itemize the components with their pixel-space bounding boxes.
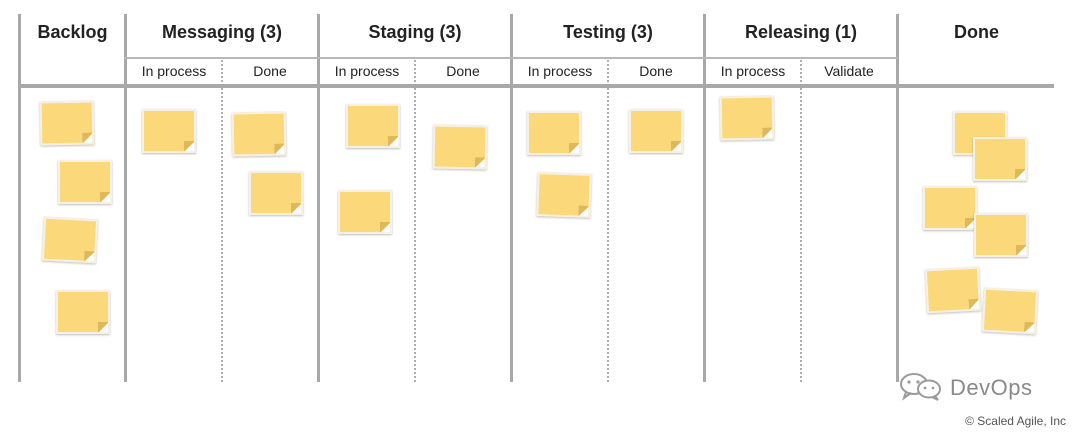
sticky-note (39, 100, 95, 146)
subcolumn-title: Done (639, 63, 673, 79)
subcolumn-title: In process (334, 63, 400, 79)
subcolumn-divider (414, 60, 416, 382)
header-bottom-line (18, 84, 1054, 88)
sticky-note (527, 111, 581, 155)
column-divider (317, 14, 320, 382)
subcolumn-title: Done (446, 63, 480, 79)
column-title-messaging: Messaging (3) (161, 22, 283, 42)
subcolumn-divider (607, 60, 609, 382)
sticky-note (338, 190, 392, 234)
column-title-backlog: Backlog (37, 22, 108, 42)
subheader-top-line (124, 57, 898, 59)
column-divider (124, 14, 127, 382)
column-divider (703, 14, 706, 382)
subcolumn-divider (221, 60, 223, 382)
sticky-note (629, 109, 683, 153)
subcolumn-title: In process (720, 63, 786, 79)
copyright-text: © Scaled Agile, Inc (965, 414, 1066, 428)
sticky-note (536, 172, 592, 218)
sticky-note (231, 111, 287, 157)
subcolumn-title: In process (141, 63, 207, 79)
sticky-note (249, 171, 303, 215)
subcolumn-title: In process (527, 63, 593, 79)
wechat-icon (898, 371, 944, 406)
sticky-note (974, 213, 1028, 257)
sticky-note (923, 186, 977, 230)
sticky-note (41, 216, 99, 264)
subcolumn-divider (800, 60, 802, 382)
sticky-note (142, 109, 196, 153)
sticky-note (719, 95, 775, 141)
column-title-releasing: Releasing (1) (744, 22, 858, 42)
sticky-note (981, 287, 1039, 335)
sticky-note (973, 137, 1027, 181)
column-title-done: Done (954, 22, 999, 42)
watermark-text: DevOps (950, 375, 1033, 400)
subcolumn-title: Validate (824, 63, 874, 79)
column-title-staging: Staging (3) (368, 22, 462, 42)
subcolumn-title: Done (253, 63, 287, 79)
column-divider (18, 14, 21, 382)
sticky-note (56, 290, 110, 334)
column-title-testing: Testing (3) (563, 22, 653, 42)
sticky-note (58, 160, 112, 204)
sticky-note (432, 124, 488, 170)
column-divider (510, 14, 513, 382)
sticky-note (924, 266, 982, 314)
sticky-note (346, 104, 400, 148)
watermark: DevOps (898, 372, 1032, 404)
column-divider (896, 14, 899, 382)
